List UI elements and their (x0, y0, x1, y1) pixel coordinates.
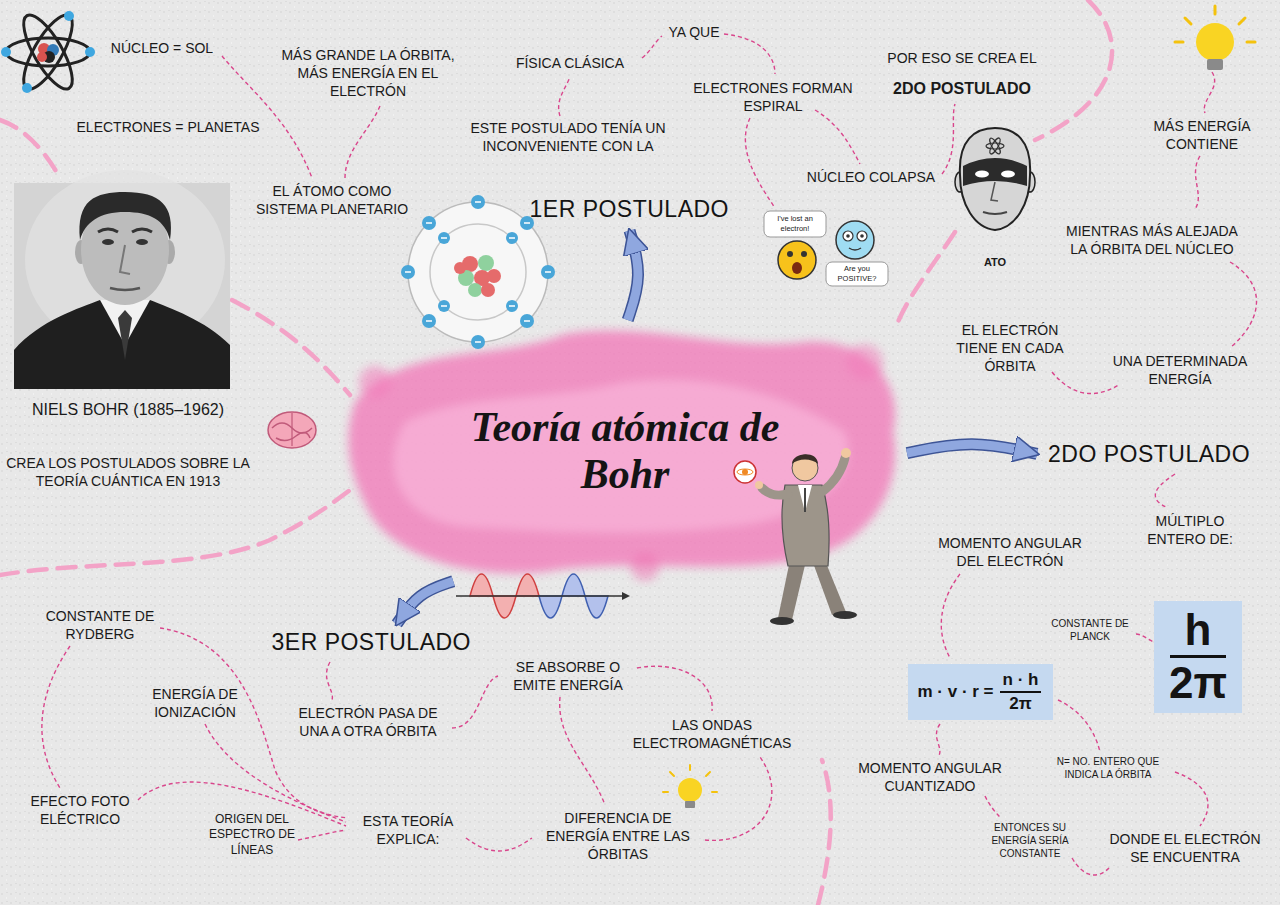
heading-text: 1ER POSTULADO (530, 196, 731, 224)
annotation-text: 2DO POSTULADO (877, 79, 1047, 100)
brain-icon (268, 412, 316, 448)
annotation-text: ORIGEN DEL ESPECTRO DE LÍNEAS (202, 812, 302, 859)
formula-term: 2π (1009, 693, 1031, 714)
annotation-text: CONSTANTE DE RYDBERG (45, 607, 155, 643)
annotation-text: ENTONCES SU ENERGÍA SERÍA CONSTANTE (983, 821, 1078, 860)
annotation-text: CONSTANTE DE PLANCK (1045, 617, 1135, 643)
annotation-text: MOMENTO ANGULAR CUANTIZADO (855, 759, 1005, 795)
sticker-text: Are you POSITIVE? (828, 264, 886, 284)
person-name: NIELS BOHR (1885–1962) (3, 400, 253, 421)
branch-arrow (907, 444, 1037, 454)
annotation-text: MIENTRAS MÁS ALEJADA LA ÓRBITA DEL NÚCLE… (1065, 222, 1240, 258)
formula-box: m · v · r = n · h2π (908, 664, 1053, 721)
annotation-text: MÁS ENERGÍA CONTIENE (1142, 117, 1262, 153)
formula-term: h (1170, 605, 1226, 659)
formula-term: n · h (1000, 670, 1042, 693)
figure-caption: ATO (975, 255, 1015, 269)
annotation-text: NÚCLEO = SOL (87, 39, 237, 57)
annotation-text: EL ELECTRÓN TIENE EN CADA ÓRBITA (945, 321, 1075, 376)
arrow-body (628, 231, 638, 320)
annotation-text: LAS ONDAS ELECTROMAGNÉTICAS (622, 716, 802, 752)
emoji-stickers (764, 211, 888, 286)
arrow-body (907, 444, 1037, 454)
heading-text: 2DO POSTULADO (1048, 441, 1252, 469)
annotation-text: YA QUE (659, 23, 729, 41)
annotation-text: POR ESO SE CREA EL (872, 49, 1052, 67)
annotation-text: EFECTO FOTO ELÉCTRICO (25, 792, 135, 828)
branch-arrow (628, 231, 638, 320)
annotation-text: ELECTRONES FORMAN ESPIRAL (678, 79, 868, 115)
annotation-text: MÚLTIPLO ENTERO DE: (1135, 512, 1245, 548)
arrow-outline (628, 231, 638, 320)
annotation-text: CREA LOS POSTULADOS SOBRE LA TEORÍA CUÁN… (3, 454, 253, 490)
formula-term: m · v · r = (918, 682, 994, 702)
atom-icon (1, 9, 95, 96)
fraction: n · h2π (1000, 670, 1042, 715)
cartoon-scientist (734, 448, 857, 625)
fraction-box: h2π (1154, 601, 1242, 713)
arrow-outline (907, 444, 1037, 454)
leader-line (42, 34, 1257, 875)
annotation-text: N= NO. ENTERO QUE INDICA LA ÓRBITA (1043, 755, 1173, 781)
central-topic: Teoría atómica de Bohr (345, 322, 905, 580)
annotation-text: FÍSICA CLÁSICA (500, 54, 640, 72)
annotation-text: ELECTRÓN PASA DE UNA A OTRA ÓRBITA (286, 704, 451, 740)
annotation-text: MÁS GRANDE LA ÓRBITA, MÁS ENERGÍA EN EL … (268, 46, 468, 101)
wave-illustration (456, 574, 630, 618)
annotation-text: ELECTRONES = PLANETAS (58, 118, 278, 136)
branch-arrow (397, 581, 453, 624)
title-text: Teoría atómica de Bohr (470, 404, 780, 498)
arrow-body (397, 581, 453, 624)
niels-bohr-portrait (14, 170, 230, 389)
postulate-heading: 2DO POSTULADO (1042, 439, 1258, 471)
annotation-text: DONDE EL ELECTRÓN SE ENCUENTRA (1100, 830, 1270, 866)
annotation-text: ENERGÍA DE IONIZACIÓN (140, 685, 250, 721)
masked-head (955, 128, 1035, 230)
postulate-heading: 3ER POSTULADO (266, 627, 479, 659)
annotation-text: SE ABSORBE O EMITE ENERGÍA (498, 658, 638, 694)
dashed-ribbon (0, 0, 1112, 905)
sticker-text: I've lost an electron! (766, 214, 824, 234)
postulate-heading: 1ER POSTULADO (524, 194, 737, 226)
annotation-text: MOMENTO ANGULAR DEL ELECTRÓN (925, 534, 1095, 570)
formula-term: 2π (1169, 658, 1227, 709)
heading-text: 3ER POSTULADO (272, 629, 473, 657)
annotation-text: ESTE POSTULADO TENÍA UN INCONVENIENTE CO… (456, 119, 681, 155)
annotation-text: NÚCLEO COLAPSA (801, 168, 941, 186)
annotation-text: ESTA TEORÍA EXPLICA: (353, 812, 463, 848)
annotation-text: UNA DETERMINADA ENERGÍA (1100, 352, 1260, 388)
arrow-outline (397, 581, 453, 624)
annotation-text: EL ÁTOMO COMO SISTEMA PLANETARIO (247, 182, 417, 218)
annotation-text: DIFERENCIA DE ENERGÍA ENTRE LAS ÓRBITAS (533, 809, 703, 864)
watercolor-splash (348, 330, 895, 581)
